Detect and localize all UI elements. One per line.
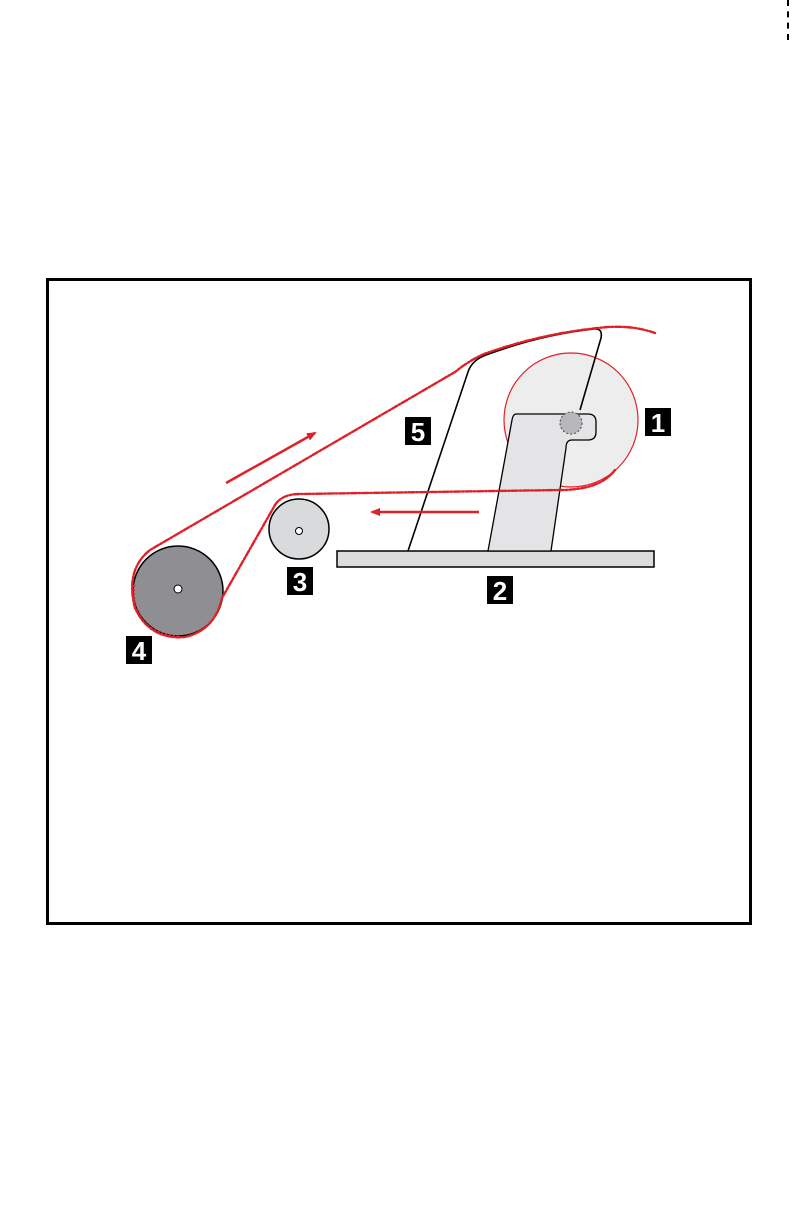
callout-1: 1 [645,408,671,438]
svg-text:5: 5 [411,417,425,447]
svg-text:1: 1 [651,408,665,438]
feed-direction-up-arrow [226,433,315,483]
svg-text:3: 3 [293,567,307,597]
baseplate [337,551,654,567]
svg-text:4: 4 [132,636,147,666]
callout-3: 3 [287,567,313,597]
svg-text:2: 2 [493,576,507,606]
callout-5: 5 [405,417,431,447]
callout-4: 4 [126,636,152,666]
spindle-hub [560,412,582,434]
take-up-roll-axle [174,585,182,593]
guide-roller-axle [296,528,303,535]
callout-2: 2 [487,576,513,606]
